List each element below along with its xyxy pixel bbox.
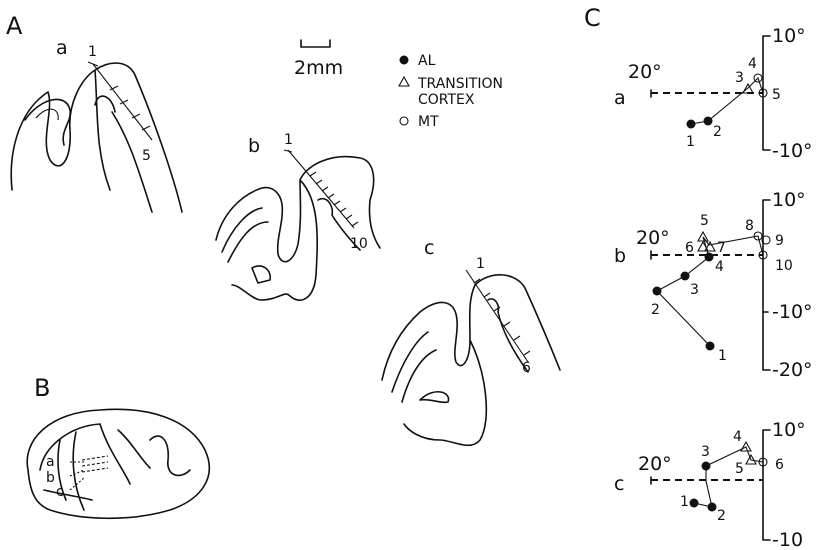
plot-b-point-9-label: 9 [775, 233, 784, 249]
section-a: a 1 5 [11, 37, 182, 212]
panel-c-letter: C [584, 4, 601, 32]
plot-b-label: b [614, 245, 626, 267]
legend-al-marker [400, 56, 409, 65]
plot-a-point-3-label: 3 [735, 70, 744, 86]
section-b-label: b [248, 135, 260, 157]
plot-a-point-5-label: 5 [772, 87, 781, 103]
field-plot-c: c 20° 10° -10 1 2 3 4 5 6 [614, 419, 806, 550]
brain-label-a: a [46, 454, 55, 470]
plot-a-point-1-label: 1 [686, 134, 695, 150]
section-b: b 1 10 [216, 132, 380, 300]
plot-a-bottom-label: -10° [772, 140, 813, 162]
plot-b-point-3-marker [681, 272, 690, 281]
plot-c-bottom-label: -10 [772, 529, 803, 550]
plot-c-vertical-meridian [763, 430, 770, 540]
plot-a-point-2-marker [704, 117, 713, 126]
plot-b-point-7-label: 7 [717, 240, 726, 256]
section-c-track [466, 270, 528, 362]
plot-c-point-1-label: 1 [680, 494, 689, 510]
section-c-last: 6 [522, 360, 531, 376]
section-a-last: 5 [142, 148, 151, 164]
section-c-ticks [474, 279, 530, 355]
plot-b-point-5-label: 5 [700, 213, 709, 229]
plot-a-point-2-label: 2 [713, 124, 722, 140]
plot-b-point-4-label: 4 [715, 259, 724, 275]
legend-al: AL [418, 53, 436, 69]
panel-a-letter: A [6, 12, 23, 40]
plot-c-point-5-label: 5 [735, 461, 744, 477]
section-b-outline [216, 157, 380, 301]
panel-b-letter: B [34, 374, 50, 402]
plot-c-point-2-marker [708, 503, 717, 512]
legend-mt-marker [400, 117, 408, 125]
section-a-first: 1 [88, 44, 97, 60]
plot-b-vertical-meridian [763, 200, 770, 370]
section-c-outline [382, 275, 560, 446]
plot-c-label: c [614, 473, 624, 495]
section-a-track [93, 64, 152, 140]
plot-b-point-3-label: 3 [690, 282, 699, 298]
plot-b-point-1-label: 1 [718, 348, 727, 364]
scale-bar-line [301, 40, 330, 47]
plot-c-point-2-label: 2 [717, 508, 726, 524]
plot-a-point-1-marker [687, 120, 696, 129]
section-c: c 1 6 [382, 237, 560, 445]
plot-c-point-3-marker [702, 462, 711, 471]
plot-c-point-1-marker [690, 499, 699, 508]
legend-transition-marker [399, 77, 409, 86]
plot-b-point-2-label: 2 [651, 302, 660, 318]
section-b-first: 1 [284, 132, 293, 148]
section-c-label: c [424, 237, 434, 259]
field-plot-b: b 20° 10° -10° -20° 1 2 3 4 5 6 7 8 9 10 [614, 189, 813, 381]
plot-b-trace [657, 236, 763, 346]
plot-b-horiz-label: 20° [636, 227, 670, 249]
plot-c-horiz-label: 20° [638, 453, 672, 475]
scale-bar-label: 2mm [294, 57, 343, 79]
plot-c-point-3-label: 3 [701, 444, 710, 460]
brain-label-b: b [46, 470, 55, 486]
legend-transition-2: CORTEX [418, 92, 475, 108]
plot-b-point-4-marker [705, 253, 714, 262]
legend: AL TRANSITION CORTEX MT [399, 53, 503, 130]
plot-a-point-4-label: 4 [748, 56, 757, 72]
plot-b-point-5-marker [698, 232, 708, 241]
plot-c-point-4-label: 4 [733, 429, 742, 445]
brain-sketch: a b c [27, 409, 209, 518]
plot-b-point-6-label: 6 [685, 240, 694, 256]
plot-a-top-label: 10° [772, 25, 806, 47]
scale-bar: 2mm [294, 40, 343, 79]
plot-b-point-2-marker [653, 287, 662, 296]
plot-a-label: a [614, 87, 626, 109]
legend-mt: MT [418, 114, 439, 130]
plot-b-top-label: 10° [772, 189, 806, 211]
brain-label-c: c [56, 484, 64, 500]
section-b-last: 10 [350, 236, 368, 252]
plot-b-point-8-label: 8 [745, 218, 754, 234]
plot-c-top-label: 10° [772, 419, 806, 441]
plot-b-point-1-marker [706, 342, 715, 351]
plot-b-mid-label: -10° [772, 301, 813, 323]
plot-b-bottom-label: -20° [772, 359, 813, 381]
section-a-outline [11, 63, 182, 212]
section-a-gyrus [36, 109, 58, 120]
plot-c-point-6-label: 6 [775, 457, 784, 473]
plot-a-trace [691, 78, 763, 124]
plot-b-point-10-label: 10 [775, 258, 793, 274]
legend-transition-1: TRANSITION [417, 76, 503, 92]
section-a-label: a [56, 37, 68, 59]
section-c-first: 1 [476, 256, 485, 272]
plot-a-horiz-label: 20° [628, 61, 662, 83]
field-plot-a: a 20° 10° -10° 1 2 3 4 5 [614, 25, 813, 162]
